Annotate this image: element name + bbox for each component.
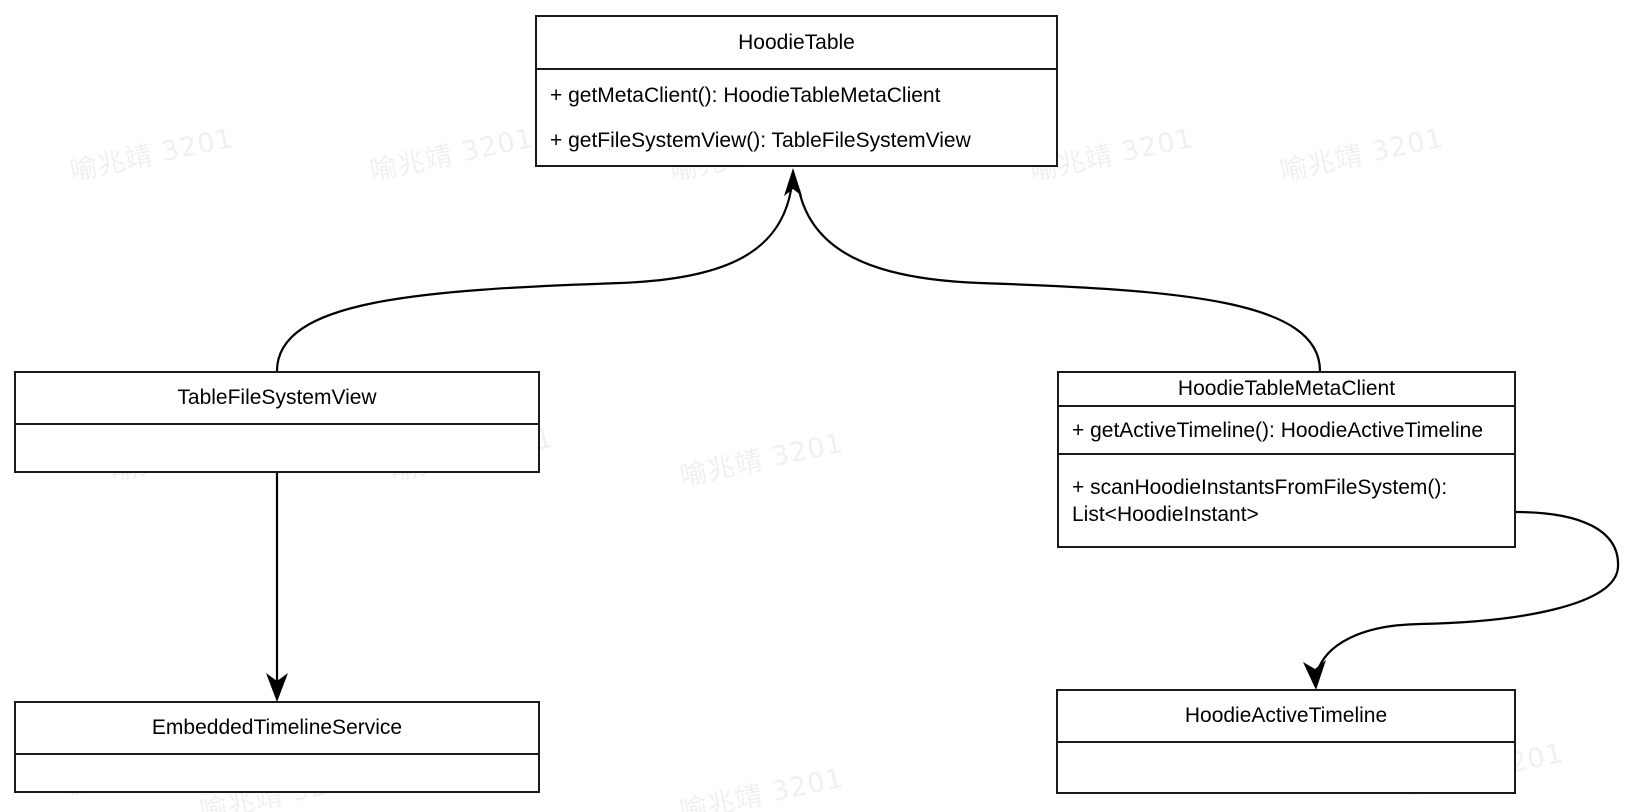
class-members-tablefilesystemview xyxy=(16,425,538,471)
watermark-text: 喻兆靖 3201 xyxy=(677,427,847,493)
class-name-embeddedtimelineservice: EmbeddedTimelineService xyxy=(151,716,403,739)
class-member: + getActiveTimeline(): HoodieActiveTimel… xyxy=(1072,418,1484,442)
class-name-hoodieactivetimeline: HoodieActiveTimeline xyxy=(1184,704,1388,727)
class-member: + getFileSystemView(): TableFileSystemVi… xyxy=(550,128,971,152)
edge-tablefilesystemview-to-hoodietable xyxy=(275,189,793,372)
class-name-hoodietable: HoodieTable xyxy=(738,30,855,54)
class-members-hoodieactivetimeline xyxy=(1058,743,1514,792)
class-members-hoodietable: + getMetaClient(): HoodieTableMetaClient… xyxy=(537,70,1056,165)
class-separator xyxy=(1058,741,1514,743)
arrowhead-embeddedtimelineservice xyxy=(266,673,288,702)
class-member: + scanHoodieInstantsFromFileSystem(): Li… xyxy=(1072,475,1448,526)
class-members-hoodietablemetaclient-1: + getActiveTimeline(): HoodieActiveTimel… xyxy=(1059,407,1514,453)
class-members-embeddedtimelineservice xyxy=(16,755,538,791)
class-box-hoodieactivetimeline[interactable]: HoodieActiveTimeline xyxy=(1056,689,1516,794)
class-box-tablefilesystemview[interactable]: TableFileSystemView xyxy=(14,371,540,473)
class-separator xyxy=(16,753,538,755)
class-name-tablefilesystemview: TableFileSystemView xyxy=(177,386,377,409)
class-separator xyxy=(1059,453,1514,455)
class-box-hoodietable[interactable]: HoodieTable + getMetaClient(): HoodieTab… xyxy=(535,15,1058,167)
arrowhead-hoodieactivetimeline xyxy=(1303,660,1326,690)
edge-hoodietablemetaclient-to-hoodietable xyxy=(797,189,1322,372)
watermark-text: 喻兆靖 3201 xyxy=(67,122,237,188)
arrowhead-hoodietable xyxy=(784,168,802,196)
class-members-hoodietablemetaclient-2: + scanHoodieInstantsFromFileSystem(): Li… xyxy=(1059,455,1514,546)
class-box-hoodietablemetaclient[interactable]: HoodieTableMetaClient + getActiveTimelin… xyxy=(1057,371,1516,548)
watermark-text: 喻兆靖 3201 xyxy=(1277,122,1447,188)
class-name-hoodietablemetaclient: HoodieTableMetaClient xyxy=(1177,377,1396,400)
watermark-text: 喻兆靖 3201 xyxy=(367,122,537,188)
class-box-embeddedtimelineservice[interactable]: EmbeddedTimelineService xyxy=(14,701,540,793)
class-separator xyxy=(537,68,1056,70)
class-member: + getMetaClient(): HoodieTableMetaClient xyxy=(550,83,941,107)
class-separator xyxy=(1059,405,1514,407)
class-separator xyxy=(16,423,538,425)
watermark-text: 喻兆靖 3201 xyxy=(677,762,847,812)
